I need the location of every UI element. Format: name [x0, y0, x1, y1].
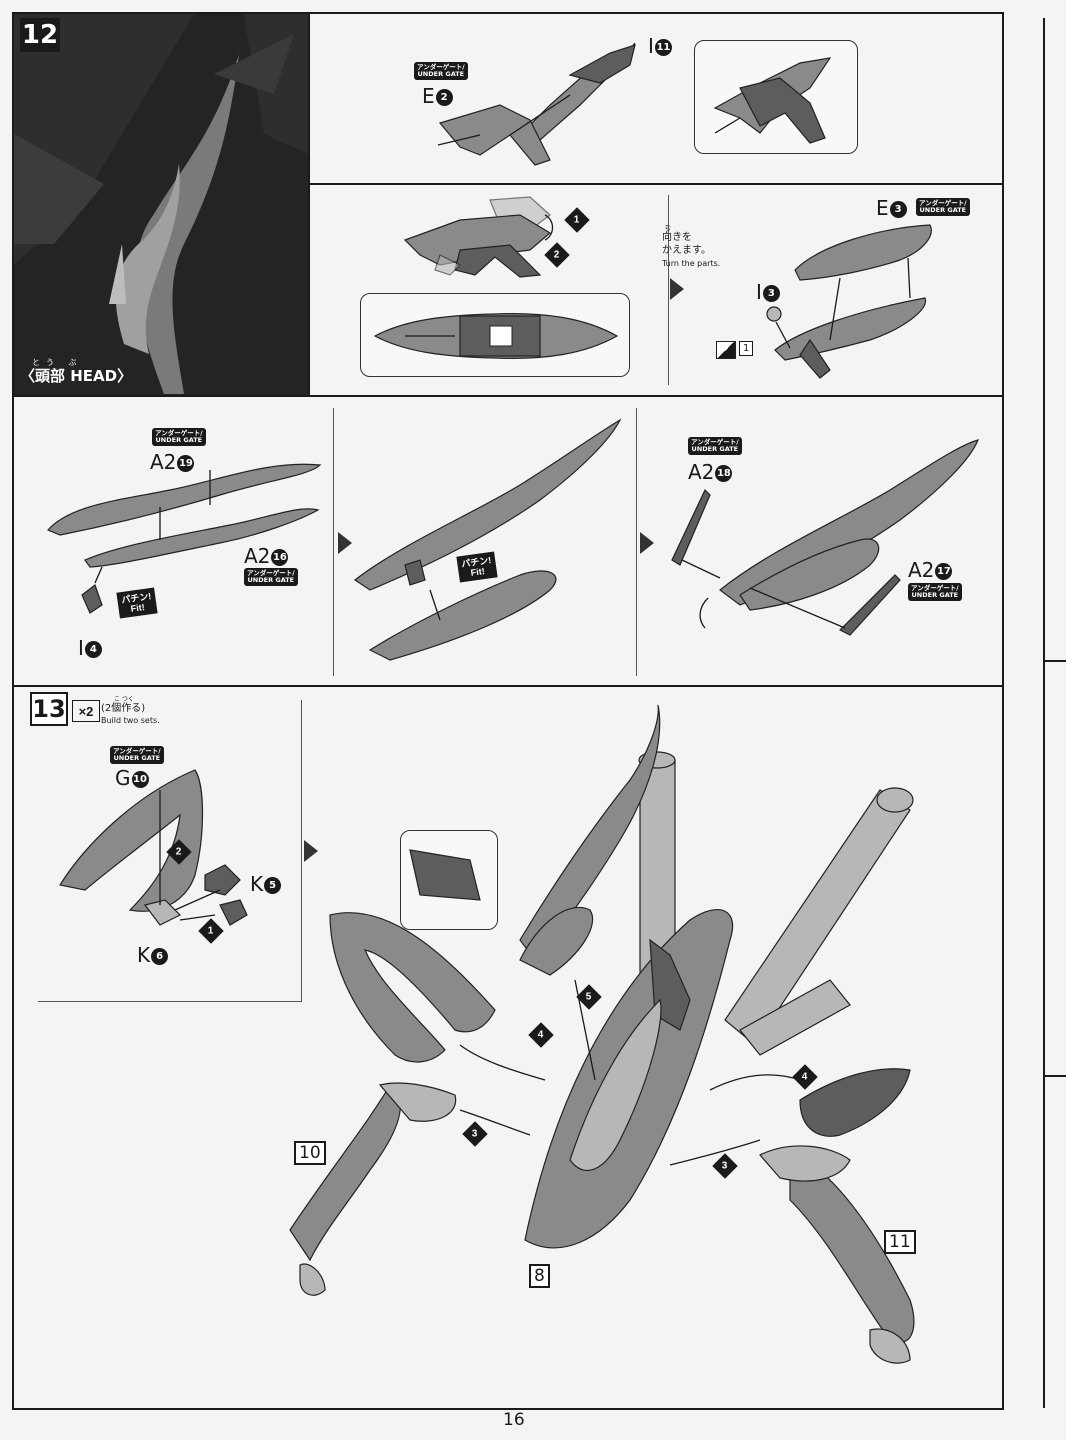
step12-row3-divider-2: [636, 408, 637, 676]
step12-row3-panel3-illustration: [671, 439, 980, 636]
under-gate-tag-a2-17: アンダーゲート/ UNDER GATE: [908, 583, 962, 601]
head-label-jp: 〈頭部: [20, 367, 66, 385]
step13-subpanel-bottom: [38, 1001, 302, 1002]
step12-vertical-divider: [308, 14, 310, 396]
step-13-number: 13: [30, 692, 68, 726]
step12-row1-bottom: [308, 183, 1002, 185]
step12-row2-parts-illustration: [403, 196, 554, 278]
build-multiplier-badge: ×2: [72, 700, 100, 722]
step13-top-border: [14, 685, 1002, 687]
turn-parts-jp-2: かえます。: [662, 245, 711, 256]
step13-subpanel-right: [301, 700, 302, 1002]
step12-row2-bottom: [14, 395, 1002, 397]
page-number: 16: [503, 1410, 525, 1430]
adjacent-page-rule-2: [1045, 1075, 1066, 1077]
step12-row3-panel1-illustration: [46, 463, 322, 614]
under-gate-tag-a2-18: アンダーゲート/ UNDER GATE: [688, 437, 742, 455]
turn-parts-ruby: む: [665, 225, 672, 232]
under-gate-tag-e2: アンダーゲート/ UNDER GATE: [414, 62, 468, 80]
turn-parts-jp-1: 向きを: [662, 232, 692, 243]
step12-row1-result-illustration: [713, 57, 832, 144]
seal-icon: [716, 341, 736, 359]
step12-row3-panel2-illustration: [353, 418, 622, 661]
assembly-ref-10: 10: [294, 1141, 326, 1165]
step12-next-arrow-3: [640, 532, 654, 554]
adjacent-page-rule-1: [1045, 660, 1066, 662]
adjacent-page-edge: [1043, 18, 1045, 1408]
seal-reference: 1: [739, 341, 754, 356]
step12-row3-divider-1: [333, 408, 334, 676]
under-gate-tag-e3: アンダーゲート/ UNDER GATE: [916, 198, 970, 216]
step12-row2-topview-illustration: [373, 313, 619, 359]
step12-row1-parts-illustration: [437, 42, 636, 166]
fit-callout-2: パチン! Fit!: [456, 551, 498, 583]
step-12-number: 12: [20, 18, 60, 52]
head-label-ruby: とう ぶ: [32, 358, 83, 367]
step12-next-arrow-1: [670, 278, 684, 300]
head-label-en: HEAD〉: [70, 367, 133, 385]
build-two-sets-jp: (2個作る): [101, 703, 146, 714]
head-label: 〈頭部 HEAD〉: [20, 365, 132, 386]
assembly-ref-8: 8: [529, 1264, 550, 1288]
build-two-sets-en: Build two sets.: [101, 716, 160, 725]
step13-main-assembly-illustration: [289, 704, 915, 1364]
under-gate-tag-a2-19: アンダーゲート/ UNDER GATE: [152, 428, 206, 446]
step12-next-arrow-2: [338, 532, 352, 554]
step13-next-arrow: [304, 840, 318, 862]
build-ruby: こ つく: [114, 696, 134, 703]
step13-subassembly-illustration: [59, 769, 248, 926]
under-gate-tag-a2-16: アンダーゲート/ UNDER GATE: [244, 568, 298, 586]
under-gate-tag-g10: アンダーゲート/ UNDER GATE: [110, 746, 164, 764]
step12-row2-divider: [668, 195, 669, 385]
main-frame: [12, 12, 1004, 1410]
head-reference-photo: [14, 14, 308, 396]
step12-row2-result-illustration: [766, 224, 932, 379]
fit-callout-1: パチン! Fit!: [116, 587, 158, 619]
assembly-ref-11: 11: [884, 1230, 916, 1254]
turn-parts-en: Turn the parts.: [662, 259, 721, 268]
